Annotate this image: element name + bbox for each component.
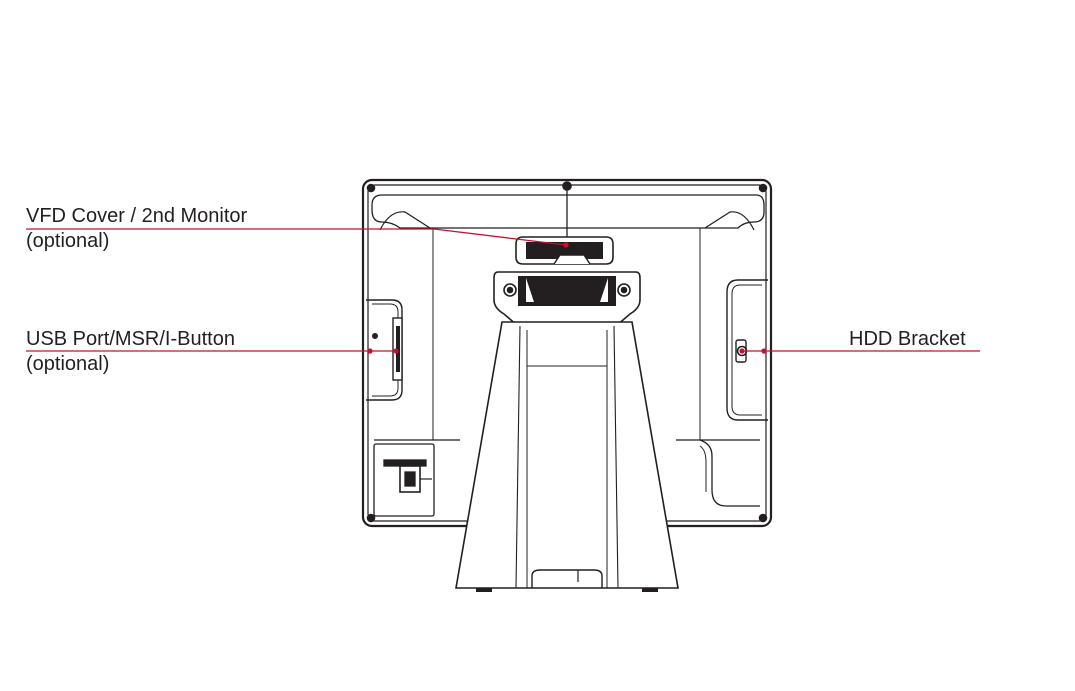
hdd-bracket-callout: HDD Bracket xyxy=(849,327,966,352)
vfd-leader-line xyxy=(26,228,567,246)
usb-port-callout: USB Port/MSR/I-Button (optional) xyxy=(26,327,235,377)
vfd-cover-callout: VFD Cover / 2nd Monitor (optional) xyxy=(26,204,247,254)
hdd-bracket-label: HDD Bracket xyxy=(849,328,966,350)
vfd-cover-label: VFD Cover / 2nd Monitor xyxy=(26,205,248,227)
usb-port-note: (optional) xyxy=(26,353,110,375)
vfd-cover xyxy=(515,181,614,265)
usb-port-label: USB Port/MSR/I-Button xyxy=(26,328,235,350)
vfd-cover-note: (optional) xyxy=(26,230,110,252)
io-port-panel xyxy=(373,443,435,517)
stand xyxy=(455,271,679,592)
leader-lines xyxy=(26,228,980,354)
